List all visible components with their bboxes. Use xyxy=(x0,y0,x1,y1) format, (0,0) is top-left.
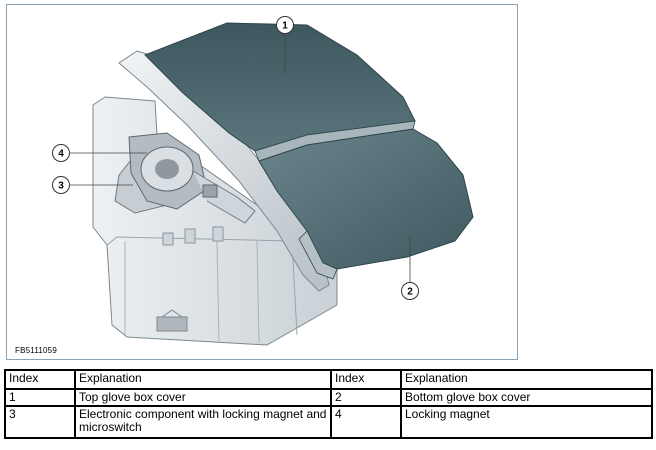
callout-1: 1 xyxy=(276,16,294,34)
legend-header-row: Index Explanation Index Explanation xyxy=(4,369,653,390)
svg-text:1: 1 xyxy=(282,21,288,32)
figure-code: FB5111059 xyxy=(15,346,57,355)
legend-explanation: Top glove box cover xyxy=(74,388,332,407)
legend-index: 4 xyxy=(330,405,402,439)
legend-explanation: Locking magnet xyxy=(400,405,653,439)
header-explanation-2: Explanation xyxy=(400,369,653,390)
legend-table: Index Explanation Index Explanation 1 To… xyxy=(4,369,653,439)
callout-2: 2 xyxy=(401,282,419,300)
legend-row: 1 Top glove box cover 2 Bottom glove box… xyxy=(4,388,653,407)
locking-magnet-assembly xyxy=(114,132,256,224)
legend-index: 1 xyxy=(4,388,76,407)
callout-4: 4 xyxy=(52,144,70,162)
legend-row: 3 Electronic component with locking magn… xyxy=(4,405,653,439)
callout-leaders xyxy=(70,34,411,283)
bottom-glove-box-cover xyxy=(258,128,474,280)
svg-text:2: 2 xyxy=(407,287,413,298)
legend-explanation: Bottom glove box cover xyxy=(400,388,653,407)
svg-text:4: 4 xyxy=(58,149,64,160)
callout-3: 3 xyxy=(52,176,70,194)
header-explanation-1: Explanation xyxy=(74,369,332,390)
svg-text:3: 3 xyxy=(58,181,64,192)
diagram-figure: 1 2 3 4 FB5111059 xyxy=(6,4,518,360)
legend-index: 2 xyxy=(330,388,402,407)
legend-index: 3 xyxy=(4,405,76,439)
header-index-2: Index xyxy=(330,369,402,390)
glove-box-illustration: 1 2 3 4 xyxy=(52,16,474,346)
legend-explanation: Electronic component with locking magnet… xyxy=(74,405,332,439)
header-index-1: Index xyxy=(4,369,76,390)
